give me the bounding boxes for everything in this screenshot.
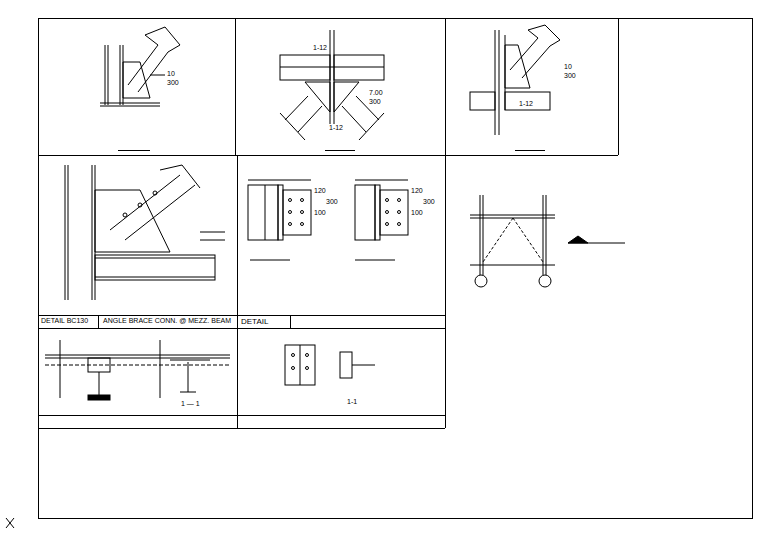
detail-title: ANGLE BRACE CONN. @ MEZZ. BEAM (102, 317, 232, 324)
dimension-label: 120 (410, 187, 424, 194)
dimension-label: 300 (166, 79, 180, 86)
dimension-label: 10 (166, 70, 176, 77)
dimension-label: 300 (325, 198, 339, 205)
detail-title: DETAIL (240, 318, 269, 326)
dimension-label: 300 (563, 72, 577, 79)
plate-label: 1-12 (328, 124, 344, 131)
dimension-label: 10 (563, 63, 573, 70)
dimension-label: 100 (410, 209, 424, 216)
plate-label: 1-12 (312, 44, 328, 51)
detail-title: DETAIL BC130 (40, 317, 89, 324)
dimension-label: 7.00 (368, 89, 384, 96)
dimension-label: 300 (368, 98, 382, 105)
section-label: 1-1 (346, 398, 358, 405)
dimension-label: 120 (313, 187, 327, 194)
dimension-label: 100 (313, 209, 327, 216)
dimension-label: 300 (422, 198, 436, 205)
plate-label: 1-12 (518, 100, 534, 107)
section-label: 1 — 1 (180, 400, 201, 407)
